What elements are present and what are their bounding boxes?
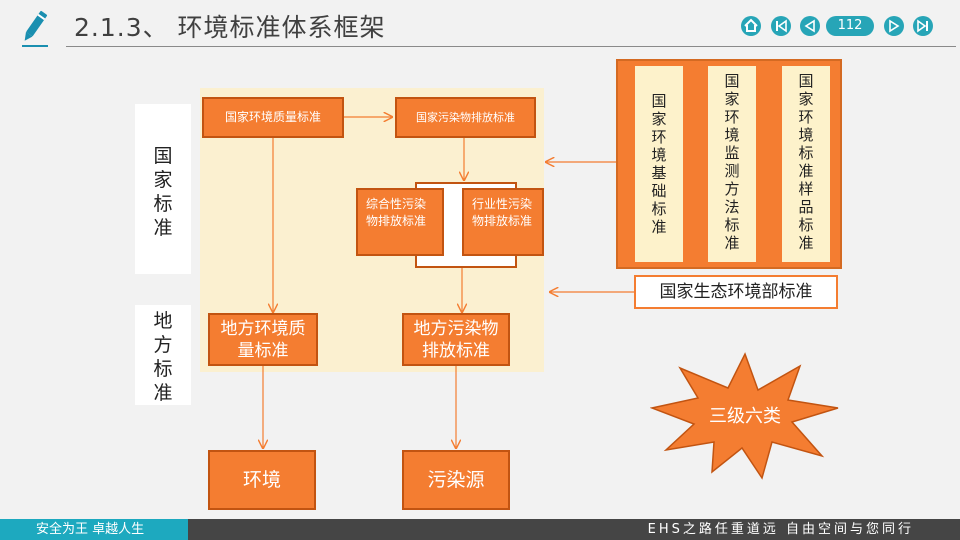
basic-standard-text: 国家环境基础标准 [651,92,667,236]
national-label-box [135,104,191,274]
ministry-standard-box: 国家生态环境部标准 [634,275,838,309]
page-title: 2.1.3、 环境标准体系框架 [74,13,386,42]
basic-standard-column: 国家环境基础标准 [635,66,683,262]
national-pollutant-emission-standard-box: 国家污染物排放标准 [395,97,536,138]
monitoring-standard-column: 国家环境监测方法标准 [708,66,756,262]
local-pollutant-emission-standard-box: 地方污染物排放标准 [402,313,510,366]
industry-emission-standard-text: 行业性污染物排放标准 [472,197,533,228]
local-env-quality-standard-box: 地方环境质量标准 [208,313,318,366]
monitoring-standard-text: 国家环境监测方法标准 [724,72,740,252]
industry-emission-standard-box: 行业性污染物排放标准 [462,188,544,256]
home-button[interactable] [741,16,761,36]
local-standard-label: 地 方 标 准 [153,310,173,404]
next-page-button[interactable] [884,16,904,36]
integrated-emission-standard-box: 综合性污染物排放标准 [356,188,444,256]
three-levels-six-types-label: 三级六类 [709,406,781,427]
national-env-quality-standard-text: 国家环境质量标准 [224,110,321,124]
footer-slogan-left: 安全为王 卓越人生 [0,519,188,540]
pen-icon [22,10,48,47]
environment-text: 环境 [242,469,281,491]
prev-page-button[interactable] [800,16,820,36]
sample-standard-column: 国家环境标准样品标准 [782,66,830,262]
sample-standard-text: 国家环境标准样品标准 [798,72,814,252]
skip-forward-icon [917,19,928,33]
pollution-source-text: 污染源 [427,469,485,491]
pollution-source-box: 污染源 [402,450,510,510]
starburst-shape [650,352,839,480]
last-page-button[interactable] [913,16,933,36]
local-env-quality-standard-text: 地方环境质量标准 [220,319,306,361]
header-divider [66,46,956,47]
environment-box: 环境 [208,450,316,510]
national-standard-label: 国 家 标 准 [153,145,173,239]
footer-slogan-right: EHS之路任重道远 自由空间与您同行 [647,522,914,537]
triangle-right-icon [889,19,900,33]
local-label-box [135,305,191,405]
national-pollutant-emission-standard-text: 国家污染物排放标准 [416,111,515,124]
national-env-quality-standard-box: 国家环境质量标准 [202,97,344,138]
integrated-emission-standard-text: 综合性污染物排放标准 [366,197,427,228]
triangle-left-icon [804,19,815,33]
home-icon [744,18,758,32]
local-pollutant-emission-standard-text: 地方污染物排放标准 [413,319,499,361]
page-number-badge: 112 [826,16,874,36]
skip-back-icon [776,19,787,33]
first-page-button[interactable] [771,16,791,36]
footer-slogan-left-text: 安全为王 卓越人生 [36,522,145,537]
footer-bar [0,519,960,540]
